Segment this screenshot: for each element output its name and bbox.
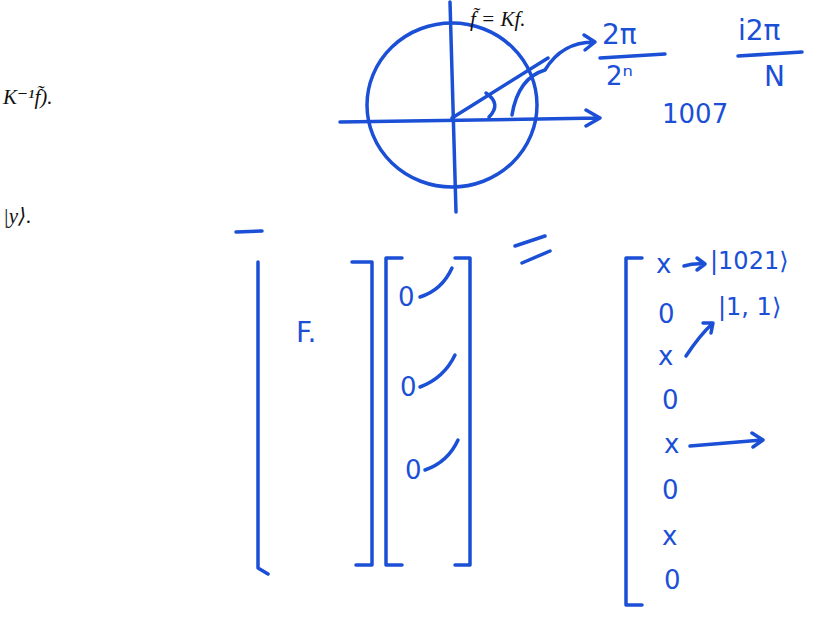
vector-entry: 0 bbox=[405, 456, 422, 485]
handwritten-note: i2π bbox=[738, 16, 780, 47]
arrow bbox=[686, 323, 713, 356]
fraction-bar bbox=[600, 54, 665, 58]
vector-entry: 0 bbox=[400, 373, 417, 402]
vector-entry: x bbox=[658, 342, 673, 371]
arrow bbox=[690, 433, 763, 447]
equals-sign bbox=[515, 236, 550, 263]
equation-text: K⁻¹f̃). bbox=[3, 86, 52, 109]
ket-label: |1021⟩ bbox=[710, 248, 789, 274]
arrow bbox=[684, 258, 705, 270]
radius-line bbox=[452, 58, 548, 118]
horizontal-axis bbox=[340, 110, 600, 126]
vector-entry: 0 bbox=[662, 386, 679, 415]
vertical-axis bbox=[450, 2, 456, 212]
vector-entry: x bbox=[662, 522, 677, 551]
handwritten-note: 2π bbox=[602, 20, 637, 51]
handwritten-note: N bbox=[764, 62, 785, 93]
angle-arc bbox=[486, 93, 495, 117]
handwritten-note: 1007 bbox=[662, 100, 728, 129]
vector-entry: x bbox=[664, 430, 679, 459]
matrix-symbol: F. bbox=[296, 318, 317, 349]
ket-label: |1, 1⟩ bbox=[718, 294, 781, 320]
vector-entry: x bbox=[656, 250, 671, 279]
equation-text: |y⟩. bbox=[3, 205, 32, 228]
vector-entry: 0 bbox=[664, 566, 681, 595]
handwritten-note: 2ⁿ bbox=[606, 62, 633, 91]
vector-entry: 0 bbox=[658, 300, 675, 329]
matrix-bracket bbox=[352, 262, 372, 565]
fraction-bar bbox=[738, 52, 802, 56]
matrix-stub bbox=[236, 231, 262, 232]
vector-bracket bbox=[455, 258, 470, 565]
leader-scribble bbox=[420, 268, 458, 470]
vector-entry: 0 bbox=[662, 476, 679, 505]
vector-entry: 0 bbox=[398, 283, 415, 312]
vector-bracket bbox=[626, 258, 642, 605]
equation-text: f̃ = Kf. bbox=[470, 8, 526, 31]
matrix-bracket bbox=[258, 262, 268, 574]
angle-arrow bbox=[512, 35, 595, 115]
